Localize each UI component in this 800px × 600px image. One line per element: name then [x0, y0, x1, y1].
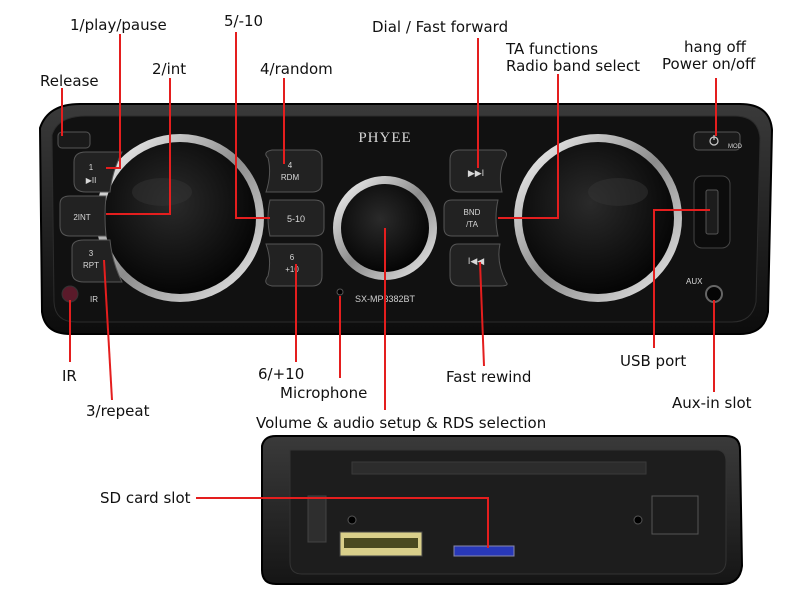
button-3-repeat[interactable]: 3 RPT — [71, 239, 123, 283]
band-label: BND — [464, 208, 481, 217]
fast-rewind-icon: I◀◀ — [468, 256, 484, 266]
button-6-plus10[interactable]: 6 +10 — [265, 243, 323, 287]
callout-lines — [61, 32, 717, 548]
label-usb-port: USB port — [620, 352, 687, 370]
callout-int — [106, 78, 171, 215]
button-6-text: +10 — [285, 265, 299, 274]
usb-port[interactable] — [693, 175, 731, 249]
label-power: Power on/off — [662, 55, 756, 73]
button-4-number: 4 — [288, 161, 293, 170]
release-button[interactable] — [57, 131, 91, 149]
label-int: 2/int — [152, 60, 187, 78]
button-2-int[interactable]: 2INT — [59, 195, 107, 237]
button-3-text: RPT — [83, 261, 99, 270]
label-release: Release — [40, 72, 99, 90]
callout-minus10 — [235, 32, 270, 219]
ta-label: /TA — [466, 220, 479, 229]
button-4-random[interactable]: 4 RDM — [265, 149, 323, 193]
callout-sd — [196, 497, 489, 548]
callout-repeat — [103, 259, 113, 401]
button-6-number: 6 — [290, 253, 295, 262]
label-hang-off: hang off — [684, 38, 747, 56]
aux-in-jack[interactable] — [705, 285, 723, 303]
button-1-play-pause[interactable]: 1 ▶II — [73, 151, 123, 193]
sd-card-slot[interactable] — [453, 545, 515, 557]
label-dial-ff: Dial / Fast forward — [372, 18, 509, 36]
front-panel: PHYEE SX-MP3382BT 1 ▶II 2INT 3 RPT 4 RDM… — [38, 103, 774, 335]
fast-rewind-button[interactable]: I◀◀ — [449, 243, 508, 287]
label-microphone: Microphone — [280, 384, 368, 402]
brand-name: PHYEE — [358, 130, 411, 146]
button-5-minus10[interactable]: 5-10 — [267, 199, 325, 237]
callout-band-ta — [498, 74, 559, 219]
label-radio-band: Radio band select — [506, 57, 640, 75]
callout-fast-rewind — [479, 261, 485, 367]
label-play-pause: 1/play/pause — [70, 16, 167, 34]
label-ta-functions: TA functions — [506, 40, 599, 58]
right-chrome-ring — [514, 134, 682, 302]
mod-label: MOD — [728, 144, 743, 150]
ir-sensor — [61, 285, 79, 303]
label-volume: Volume & audio setup & RDS selection — [256, 414, 547, 432]
label-sd-card: SD card slot — [100, 489, 191, 507]
ir-text: IR — [90, 295, 98, 304]
button-4-text: RDM — [281, 173, 300, 182]
band-ta-button[interactable]: BND /TA — [443, 199, 499, 237]
label-aux-in: Aux-in slot — [672, 394, 752, 412]
play-pause-icon: ▶II — [86, 176, 97, 185]
button-1-number: 1 — [89, 163, 94, 172]
button-5-label: 5-10 — [287, 214, 305, 224]
microphone-hole — [336, 288, 344, 296]
button-3-number: 3 — [89, 249, 94, 258]
label-repeat: 3/repeat — [86, 402, 150, 420]
button-2-label: 2INT — [73, 213, 90, 222]
power-button[interactable]: MOD — [693, 131, 743, 151]
label-random: 4/random — [260, 60, 333, 78]
label-minus10: 5/-10 — [224, 12, 264, 30]
callout-play-pause — [106, 34, 121, 169]
aux-text: AUX — [686, 277, 703, 286]
fast-forward-icon: ▶▶I — [468, 168, 484, 178]
label-plus10: 6/+10 — [258, 365, 305, 383]
label-fast-rewind: Fast rewind — [446, 368, 532, 386]
callout-usb — [653, 209, 710, 348]
label-ir: IR — [62, 367, 77, 385]
left-chrome-ring — [96, 134, 264, 302]
back-panel — [261, 435, 744, 585]
fast-forward-button[interactable]: ▶▶I — [449, 149, 508, 193]
